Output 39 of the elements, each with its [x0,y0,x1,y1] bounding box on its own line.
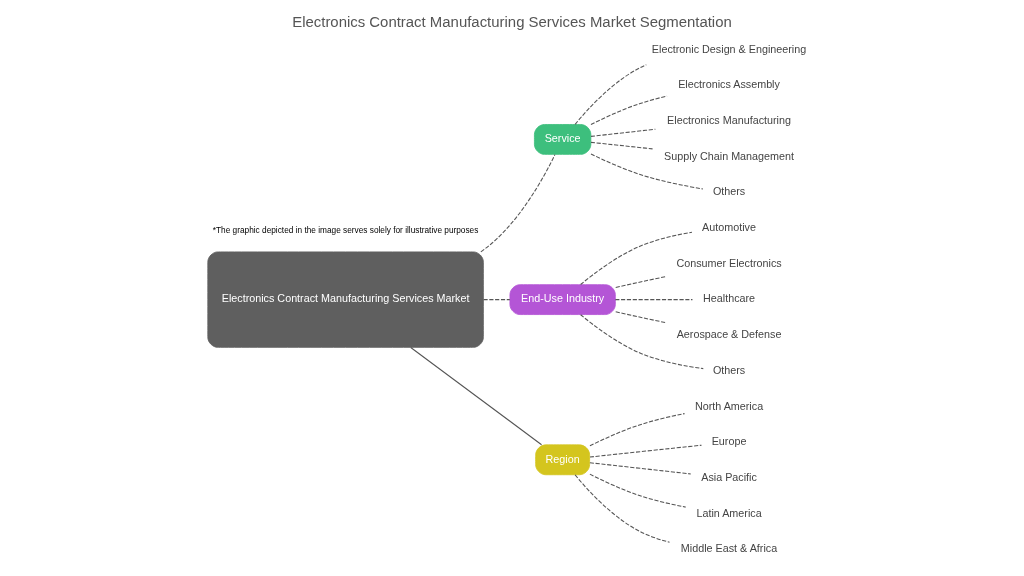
connector [574,64,647,125]
node-box: Region [535,444,590,476]
connector [590,153,704,190]
label: *The graphic depicted in the image serves solely for illustrative purposes [212,224,479,235]
connector [580,231,693,286]
node-text: Supply Chain Management [664,149,794,162]
node-text: Others [712,185,746,198]
connector [589,473,687,508]
connector [589,462,692,475]
node-box: Electronics Contract Manufacturing Services Market [207,251,484,348]
node-text: Healthcare [703,292,756,305]
node-text: Latin America [696,506,762,519]
node-text: Asia Pacific [701,470,757,483]
node-text: North America [694,399,764,412]
connector [590,95,668,126]
node-text: Others [712,363,746,376]
node-text: Electronic Design & Engineering [651,42,807,55]
connector [482,299,511,301]
node-text: Electronics Assembly [678,78,780,91]
connector [580,314,704,370]
node-text: Middle East & Africa [680,542,778,555]
connector [589,444,703,458]
connector [615,276,666,288]
node-box: End-Use Industry [509,284,616,315]
node-text: Automotive [702,221,756,234]
connector [615,311,666,324]
node-text: Consumer Electronics [676,256,782,269]
connector [410,346,543,446]
connector [590,141,654,150]
node-text: Aerospace & Defense [676,328,782,341]
node-text: Europe [711,435,747,448]
connector [590,128,656,137]
connector [480,154,556,253]
node-box: Service [534,124,592,155]
node-text: Electronics Manufacturing [667,113,791,126]
connector [614,299,693,301]
diagram-title: Electronics Contract Manufacturing Services Market Segmentation [292,12,732,30]
connector [589,413,686,447]
connector [574,474,671,543]
